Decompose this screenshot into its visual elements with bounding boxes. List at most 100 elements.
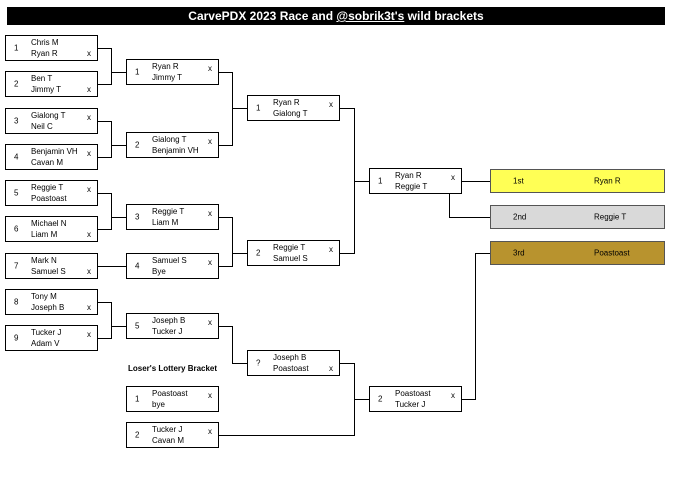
match-seed: 2 xyxy=(256,248,261,258)
match-r1-5: 5 Reggie T Poastoast x xyxy=(5,180,98,206)
result-third: 3rd Poastoast xyxy=(490,241,665,265)
player-bottom: Cavan M xyxy=(152,436,185,445)
result-name: Poastoast xyxy=(594,248,630,258)
connector xyxy=(354,181,369,182)
connector xyxy=(111,326,126,327)
connector xyxy=(475,253,476,400)
connector xyxy=(232,326,233,363)
winner-mark-top: x xyxy=(329,100,333,109)
match-r1-3: 3 Gialong T Neil C x xyxy=(5,108,98,134)
connector xyxy=(98,338,112,339)
player-top: Tony M xyxy=(31,292,57,301)
result-rank: 1st xyxy=(513,176,524,186)
match-loser-2: 2 Tucker J Cavan M x xyxy=(126,422,219,448)
player-top: Poastoast xyxy=(152,389,188,398)
player-top: Samuel S xyxy=(152,256,187,265)
player-top: Joseph B xyxy=(152,316,186,325)
connector xyxy=(219,266,233,267)
player-bottom: Joseph B xyxy=(31,303,65,312)
connector xyxy=(449,194,450,218)
match-seed: ? xyxy=(256,358,261,368)
winner-mark-bottom: x xyxy=(87,49,91,58)
connector xyxy=(98,266,126,267)
winner-mark-top: x xyxy=(208,258,212,267)
winner-mark-top: x xyxy=(329,245,333,254)
match-r1-9: 9 Tucker J Adam V x xyxy=(5,325,98,351)
connector xyxy=(111,193,112,230)
player-top: Tucker J xyxy=(152,425,183,434)
connector xyxy=(98,84,112,85)
match-seed: 1 xyxy=(256,103,261,113)
winner-mark-bottom: x xyxy=(329,364,333,373)
player-bottom: Tucker J xyxy=(395,400,426,409)
player-bottom: Jimmy T xyxy=(31,85,62,94)
winner-mark-top: x xyxy=(87,185,91,194)
result-name: Ryan R xyxy=(594,176,621,186)
connector xyxy=(449,217,490,218)
match-r2-4: 4 Samuel S Bye x xyxy=(126,253,219,279)
match-seed: 1 xyxy=(135,394,140,404)
match-seed: 6 xyxy=(14,224,19,234)
player-bottom: Neil C xyxy=(31,122,53,131)
connector xyxy=(111,72,126,73)
player-top: Ryan R xyxy=(273,98,300,107)
result-rank: 2nd xyxy=(513,212,527,222)
player-top: Benjamin VH xyxy=(31,147,78,156)
player-top: Poastoast xyxy=(395,389,431,398)
connector xyxy=(98,157,112,158)
connector xyxy=(232,253,247,254)
player-bottom: Cavan M xyxy=(31,158,64,167)
match-seed: 7 xyxy=(14,261,19,271)
player-bottom: Liam M xyxy=(31,230,58,239)
player-bottom: Bye xyxy=(152,267,166,276)
player-top: Gialong T xyxy=(31,111,66,120)
winner-mark-top: x xyxy=(208,209,212,218)
match-seed: 5 xyxy=(135,321,140,331)
match-seed: 2 xyxy=(135,140,140,150)
player-bottom: Poastoast xyxy=(31,194,67,203)
winner-mark-top: x xyxy=(208,64,212,73)
match-r3-3: ? Joseph B Poastoast x xyxy=(247,350,340,376)
connector xyxy=(340,253,355,254)
connector xyxy=(111,217,126,218)
winner-mark-top: x xyxy=(451,173,455,182)
winner-mark-top: x xyxy=(87,113,91,122)
connector xyxy=(111,121,112,158)
match-r1-1: 1 Chris M Ryan R x xyxy=(5,35,98,61)
player-bottom: bye xyxy=(152,400,165,409)
player-top: Gialong T xyxy=(152,135,187,144)
connector xyxy=(462,399,476,400)
match-seed: 3 xyxy=(14,116,19,126)
connector xyxy=(98,193,112,194)
match-r3-1: 1 Ryan R Gialong T x xyxy=(247,95,340,121)
player-top: Ryan R xyxy=(152,62,179,71)
match-loser-1: 1 Poastoast bye x xyxy=(126,386,219,412)
match-seed: 4 xyxy=(14,152,19,162)
connector xyxy=(98,121,112,122)
match-seed: 4 xyxy=(135,261,140,271)
player-bottom: Ryan R xyxy=(31,49,58,58)
player-top: Chris M xyxy=(31,38,59,47)
player-bottom: Reggie T xyxy=(395,182,428,191)
connector xyxy=(232,217,233,267)
connector xyxy=(111,145,126,146)
connector xyxy=(111,302,112,339)
player-top: Michael N xyxy=(31,219,67,228)
player-bottom: Tucker J xyxy=(152,327,183,336)
winner-mark-top: x xyxy=(208,137,212,146)
player-bottom: Jimmy T xyxy=(152,73,183,82)
winner-mark-bottom: x xyxy=(87,303,91,312)
connector xyxy=(340,108,355,109)
player-top: Reggie T xyxy=(152,207,185,216)
player-bottom: Samuel S xyxy=(31,267,66,276)
match-r2-2: 2 Gialong T Benjamin VH x xyxy=(126,132,219,158)
connector xyxy=(232,363,247,364)
match-seed: 2 xyxy=(14,79,19,89)
player-bottom: Liam M xyxy=(152,218,179,227)
connector xyxy=(232,72,233,146)
title-user-link[interactable]: @sobrik3t's xyxy=(336,9,405,23)
match-r1-6: 6 Michael N Liam M x xyxy=(5,216,98,242)
page-title: CarvePDX 2023 Race and @sobrik3t's wild … xyxy=(7,7,665,25)
connector xyxy=(98,229,112,230)
winner-mark-top: x xyxy=(451,391,455,400)
